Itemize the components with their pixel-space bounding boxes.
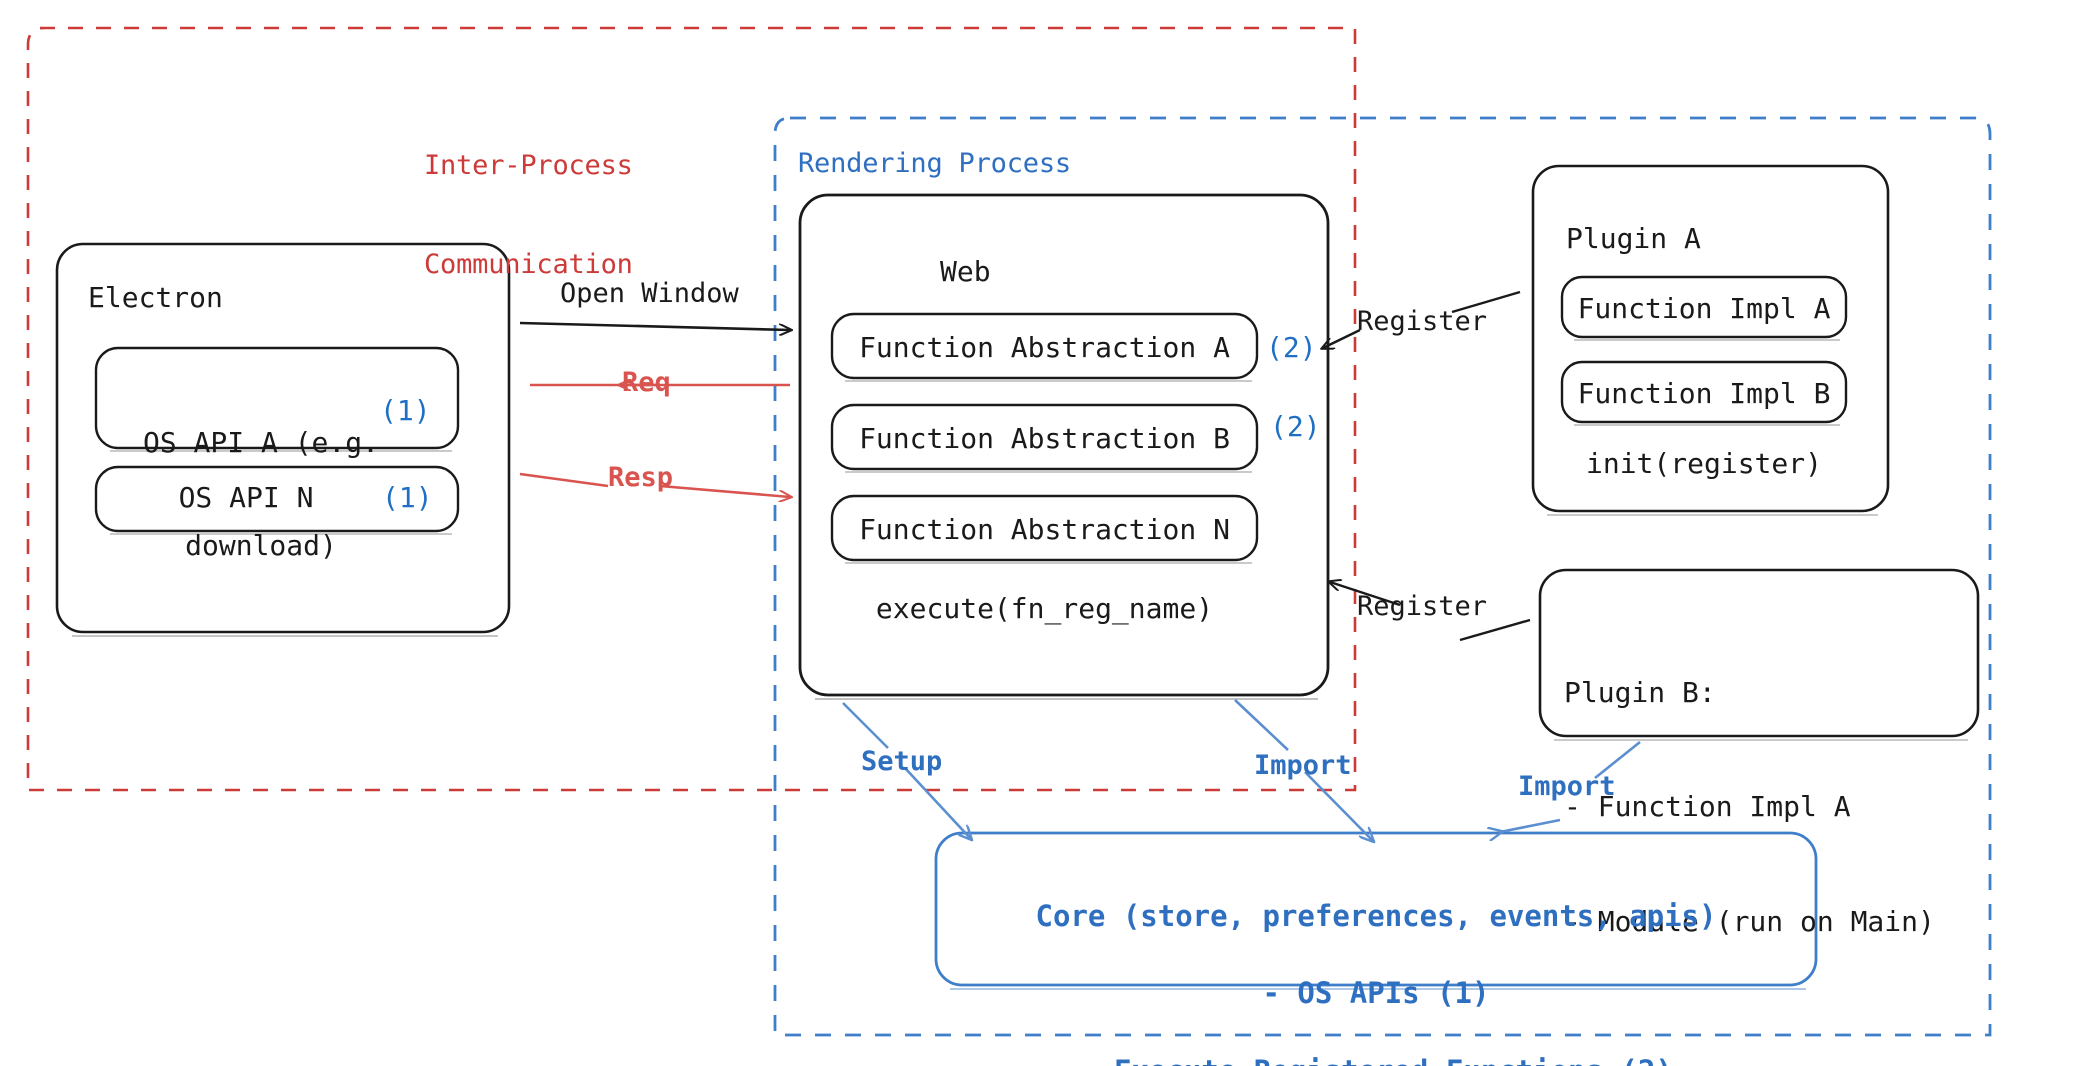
os-api-a-marker: (1) [380,394,431,427]
group-label-ipc-line2: Communication [424,248,633,280]
os-api-a-line1: OS API A (e.g. [142,426,379,460]
edge-label-setup: Setup [861,746,943,777]
edge-label-req: Req [622,367,671,398]
plugin-b-line-1: - Function Impl A [1564,790,1851,824]
function-impl-a-label: Function Impl A [1577,292,1831,325]
group-label-ipc: Inter-Process Communication [424,84,633,348]
group-label-ipc-line1: Inter-Process [424,149,633,181]
plugin-a-title: Plugin A [1566,222,1701,255]
function-abstraction-b-marker: (2) [1270,410,1321,443]
edge-label-resp: Resp [608,462,674,493]
plugin-b-content: Plugin B: - Function Impl A - Module (ru… [1564,598,1935,1017]
function-abstraction-a-marker: (2) [1266,331,1317,364]
core-line-2: - OS APIs (1) [1262,976,1490,1011]
function-abstraction-n-label: Function Abstraction N [859,513,1230,546]
plugin-a-init-label: init(register) [1585,447,1822,480]
function-impl-b-label: Function Impl B [1577,377,1831,410]
core-line-3: - Execute Registered Functions (2) [936,1052,1816,1066]
function-abstraction-a-label: Function Abstraction A [859,331,1230,364]
group-label-rendering: Rendering Process [798,148,1071,179]
edge-label-register-plugin-b: Register [1357,591,1488,622]
plugin-b-title: Plugin B: [1564,676,1716,710]
web-execute-label: execute(fn_reg_name) [875,592,1214,625]
edge-label-open-window: Open Window [560,278,739,309]
web-title: Web [940,255,991,288]
os-api-n-marker: (1) [382,481,433,514]
electron-title: Electron [88,281,223,314]
os-api-a-line2: download) [185,528,337,562]
core-line-1: Core (store, preferences, events, apis) [1035,899,1717,934]
edge-label-register-plugin-a: Register [1357,306,1488,337]
os-api-n-label: OS API N [178,481,314,514]
edge-label-import-plugin-b: Import [1518,771,1616,802]
edge-label-import-web: Import [1254,750,1352,781]
plugin-b-line-2: - Module (run on Main) [1564,904,1935,938]
core-content: Core (store, preferences, events, apis) … [936,858,1816,1066]
os-api-a-label: OS API A (e.g. download) [96,358,426,631]
function-abstraction-b-label: Function Abstraction B [859,422,1230,455]
